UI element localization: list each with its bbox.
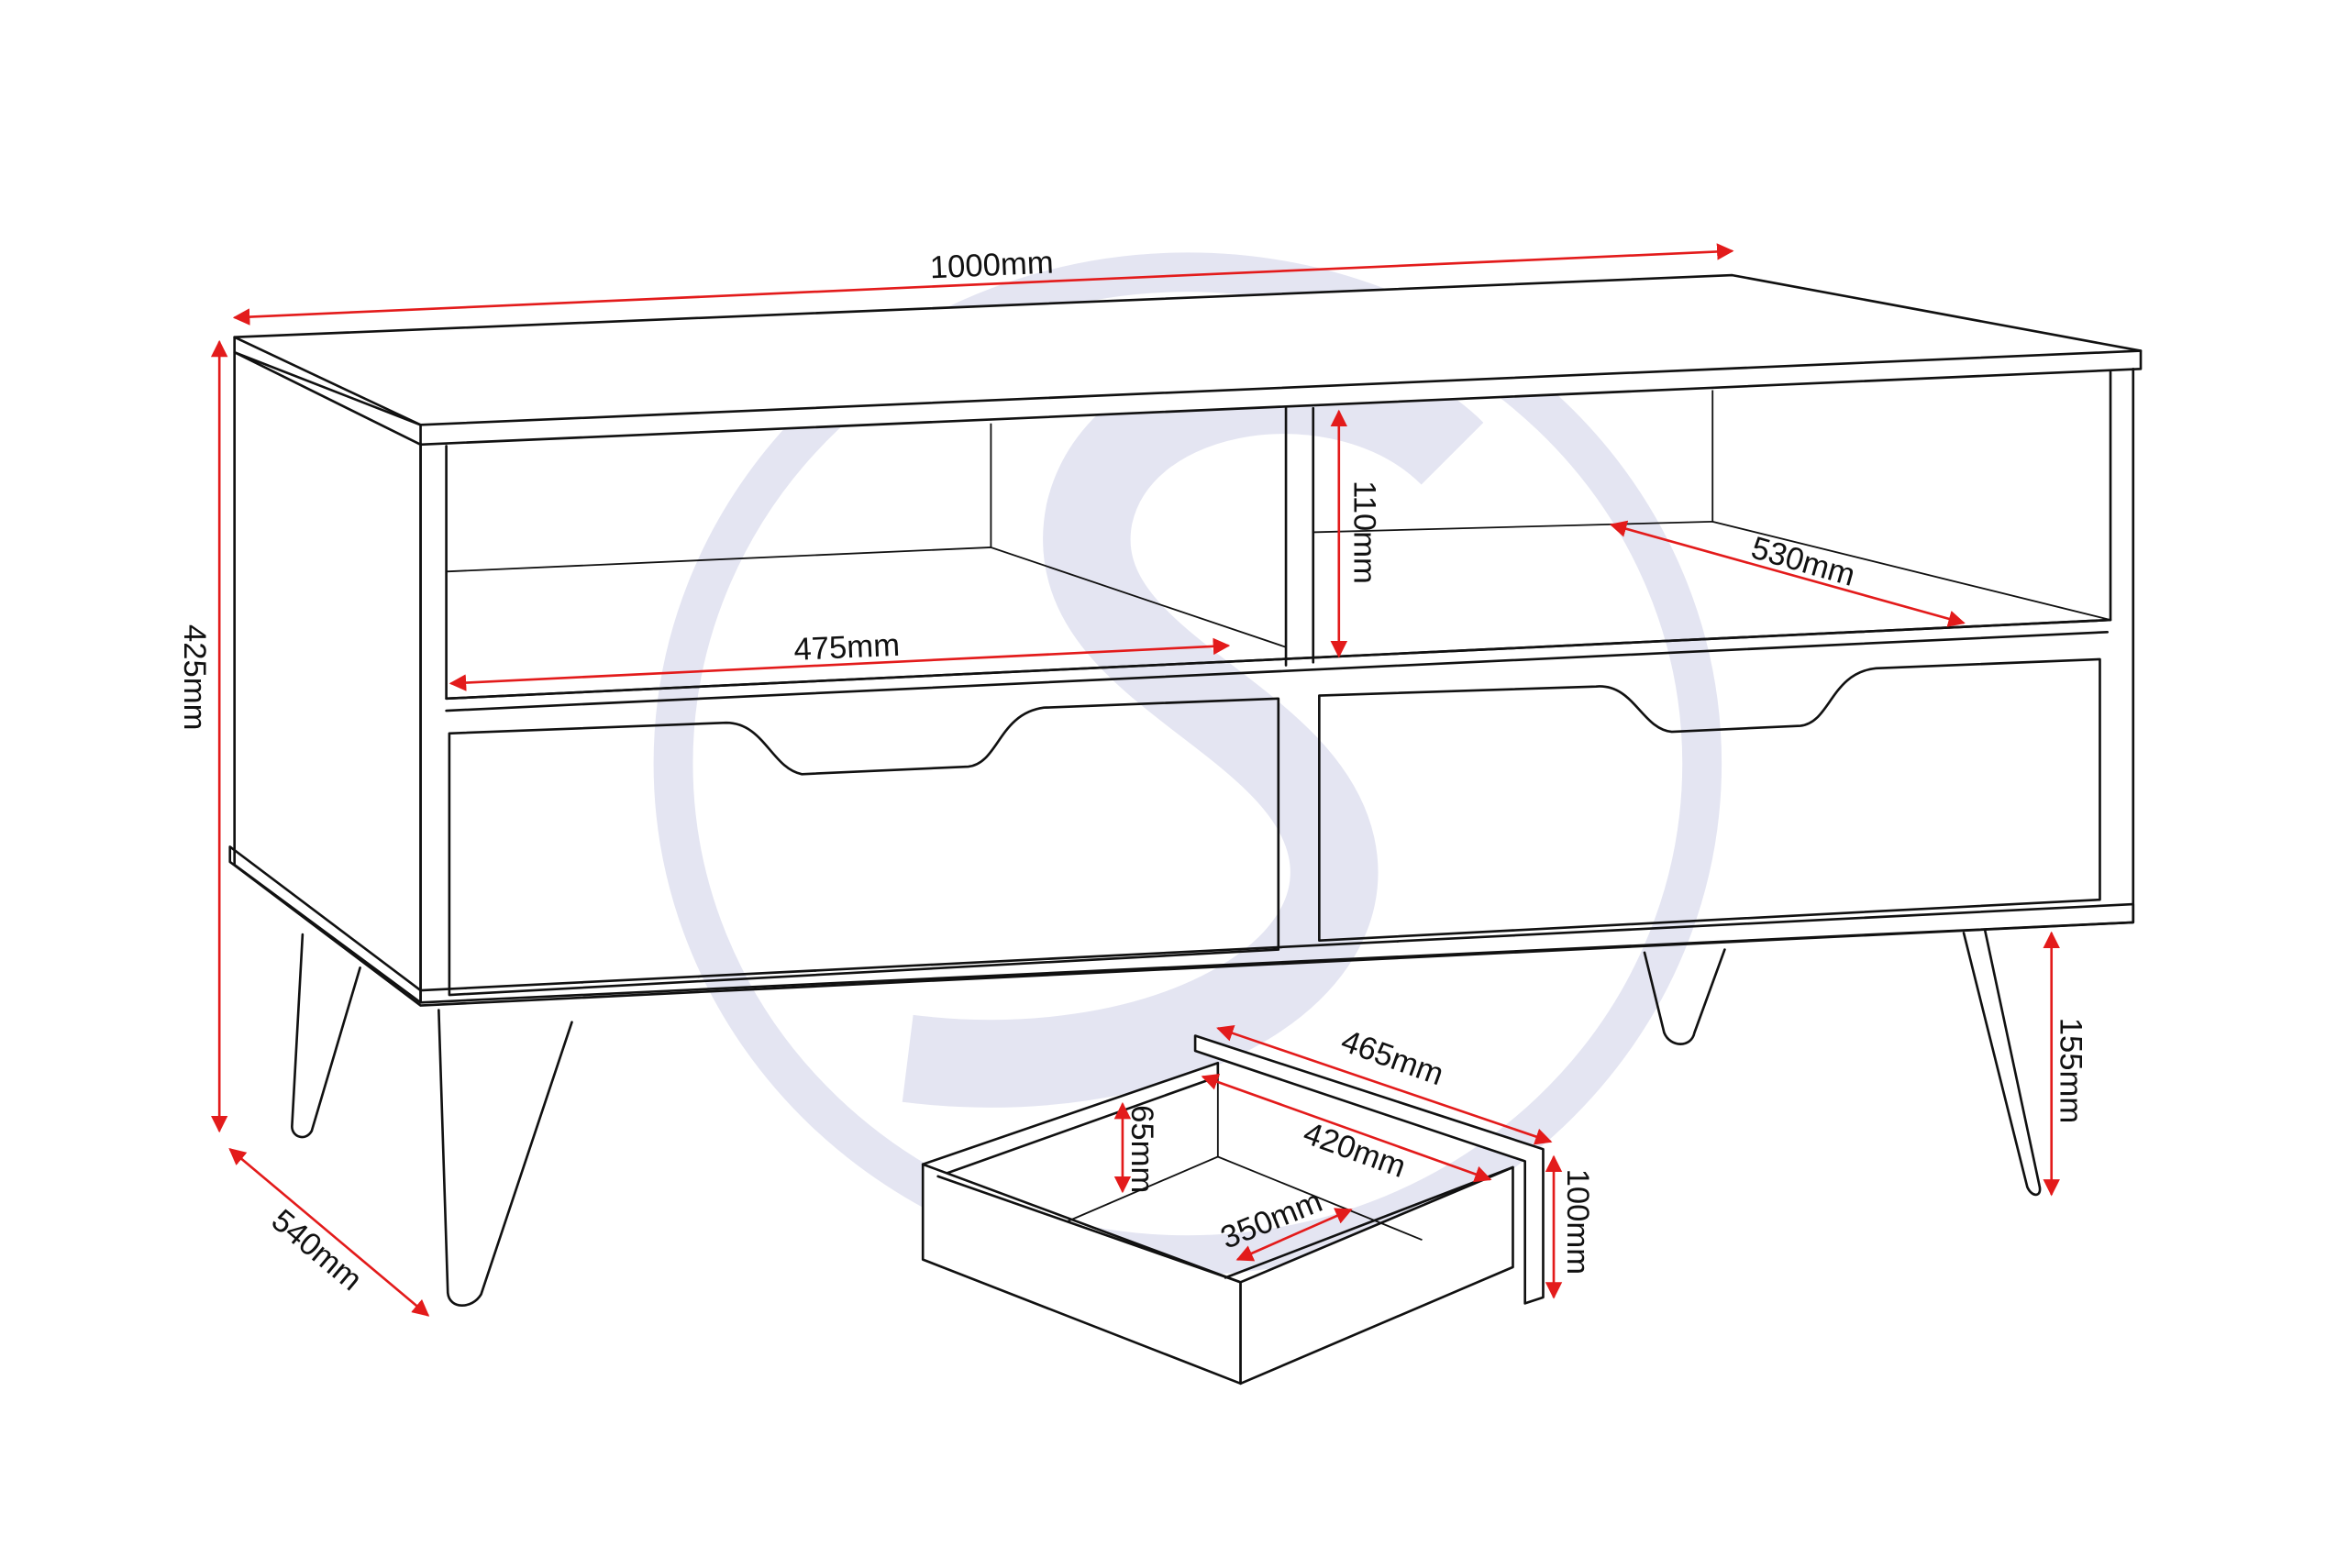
label-overall-width: 1000mm <box>929 246 1054 286</box>
label-drawer-outer-depth: 465mm <box>1336 1023 1448 1092</box>
label-overall-depth: 540mm <box>265 1203 369 1297</box>
label-shelf-depth: 530mm <box>1747 531 1858 593</box>
label-drawer-front-height: 100mm <box>1560 1169 1595 1275</box>
label-leg-height: 155mm <box>2054 1018 2088 1123</box>
drawer-drawing <box>921 1034 1545 1386</box>
dimension-lines <box>210 243 2060 1317</box>
label-overall-height: 425mm <box>177 624 212 730</box>
label-drawer-inner-depth: 420mm <box>1299 1116 1411 1185</box>
label-shelf-height: 110mm <box>1346 480 1381 584</box>
label-drawer-inner-height: 65mm <box>1124 1105 1159 1193</box>
label-shelf-width: 475mm <box>793 628 901 668</box>
